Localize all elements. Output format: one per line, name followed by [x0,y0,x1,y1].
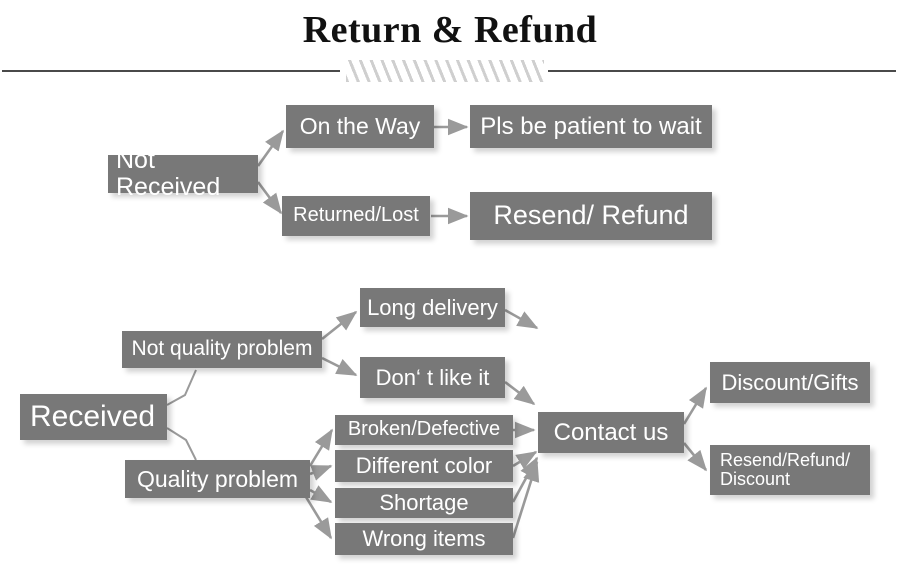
node-pls-be-patient-to-wait[interactable]: Pls be patient to wait [470,105,712,148]
link-not-quality-to-dont-like-it [321,356,358,377]
link-received-to-not-quality-problem [166,369,197,406]
node-received[interactable]: Received [20,394,167,440]
link-not-quality-to-long-delivery [321,310,358,341]
link-quality-to-broken-defective [308,428,334,467]
node-not-quality-problem[interactable]: Not quality problem [122,331,322,368]
node-resend-refund[interactable]: Resend/ Refund [470,192,712,240]
link-not-received-to-on-the-way [256,129,285,167]
node-long-delivery[interactable]: Long delivery [360,288,505,327]
link-quality-to-shortage [309,485,333,504]
node-on-the-way[interactable]: On the Way [286,105,434,148]
link-dont-like-it-to-contact-us [504,380,536,406]
node-dont-like-it[interactable]: Don‘ t like it [360,357,505,398]
node-discount-gifts[interactable]: Discount/Gifts [710,362,870,403]
link-contact-us-to-discount-gifts [682,386,708,425]
hatched-divider-icon [346,60,544,82]
link-different-color-to-contact-us [512,450,538,470]
link-received-to-quality-problem [166,427,197,461]
node-resend-refund-discount[interactable]: Resend/Refund/ Discount [710,445,870,495]
link-shortage-to-contact-us [511,456,539,503]
node-wrong-items[interactable]: Wrong items [335,523,513,555]
link-not-received-to-returned-lost [256,181,283,215]
link-quality-to-different-color [309,464,333,481]
header-divider [0,60,900,82]
divider-rule-right [548,70,896,72]
node-shortage[interactable]: Shortage [335,488,513,518]
link-contact-us-to-resend-refund-discount [682,442,708,472]
divider-rule-left [2,70,340,72]
node-broken-defective[interactable]: Broken/Defective [335,415,513,445]
link-long-delivery-to-contact-us [504,308,539,330]
node-returned-lost[interactable]: Returned/Lost [282,196,430,236]
link-wrong-items-to-contact-us [511,460,540,539]
link-quality-to-wrong-items [304,496,333,540]
node-different-color[interactable]: Different color [335,450,513,482]
page-title: Return & Refund [302,9,598,51]
node-quality-problem[interactable]: Quality problem [125,460,310,498]
node-contact-us[interactable]: Contact us [538,412,684,453]
node-not-received[interactable]: Not Received [108,147,258,201]
